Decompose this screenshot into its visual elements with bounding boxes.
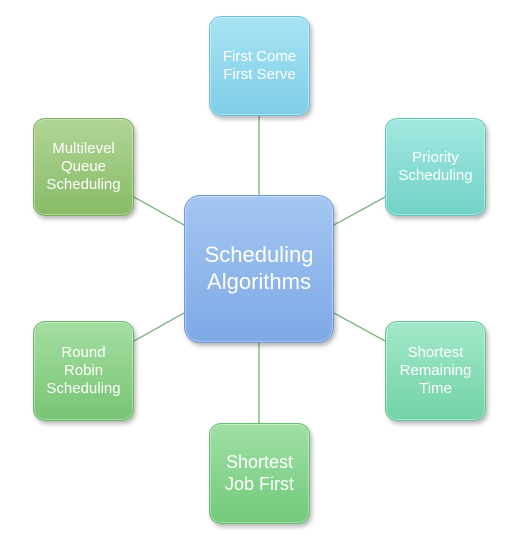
connector-center-to-priority-scheduling bbox=[333, 196, 386, 226]
node-label: Round Robin Scheduling bbox=[46, 343, 121, 398]
node-shortest-remaining-time: Shortest Remaining Time bbox=[385, 321, 486, 421]
node-round-robin-scheduling: Round Robin Scheduling bbox=[33, 321, 134, 421]
connector-center-to-round-robin bbox=[133, 312, 185, 342]
node-multilevel-queue-scheduling: Multilevel Queue Scheduling bbox=[33, 118, 134, 216]
node-label: Shortest Remaining Time bbox=[399, 343, 472, 398]
node-label: Priority Scheduling bbox=[398, 148, 473, 184]
connector-center-to-shortest-remaining-time bbox=[333, 312, 386, 342]
node-label: First Come First Serve bbox=[222, 47, 297, 83]
node-label: Multilevel Queue Scheduling bbox=[46, 139, 121, 194]
connector-center-to-multilevel-queue bbox=[133, 196, 185, 226]
center-node-label: Scheduling Algorithms bbox=[204, 242, 314, 294]
node-label: Shortest Job First bbox=[224, 451, 294, 494]
node-priority-scheduling: Priority Scheduling bbox=[385, 118, 486, 216]
node-first-come-first-serve: First Come First Serve bbox=[209, 16, 310, 116]
node-shortest-job-first: Shortest Job First bbox=[209, 423, 310, 524]
center-node-scheduling-algorithms: Scheduling Algorithms bbox=[184, 195, 334, 343]
